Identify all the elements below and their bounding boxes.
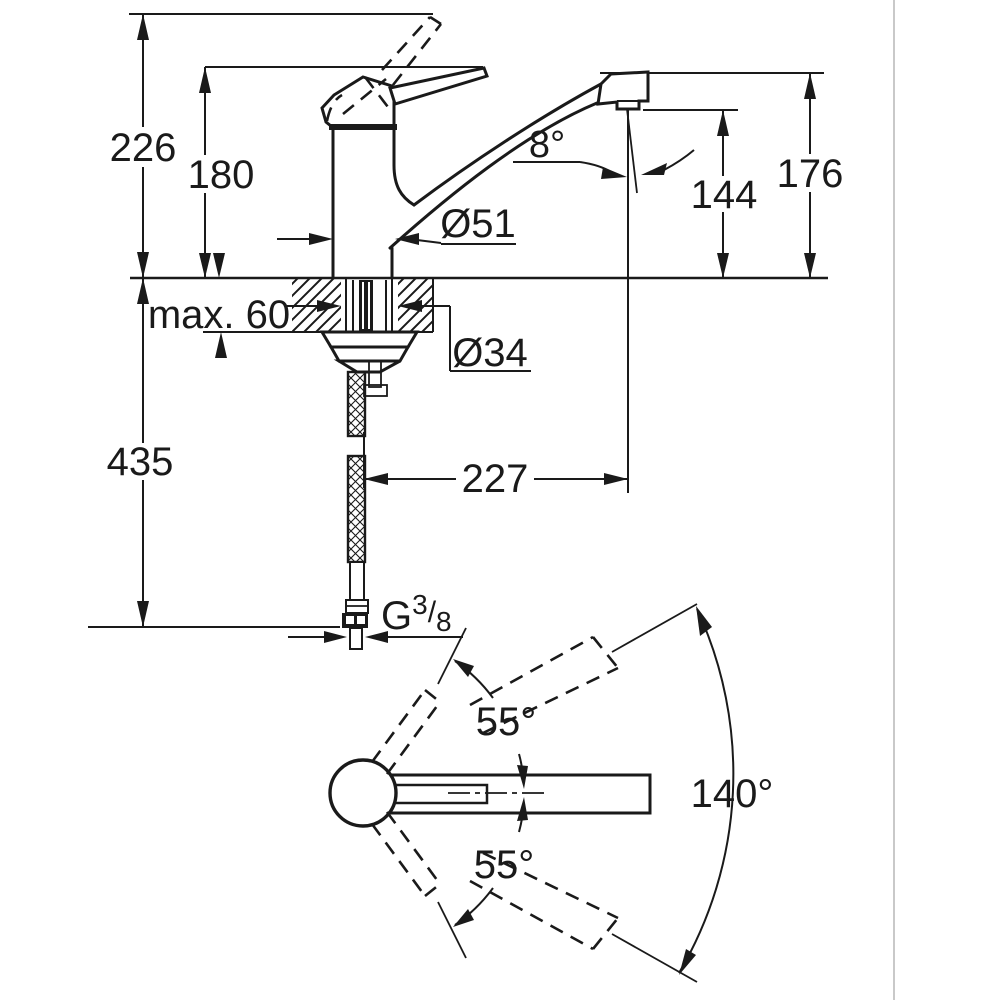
dimension-arrows: [137, 14, 816, 643]
mounting-nut: [328, 345, 411, 363]
braided-hose-lower: [346, 454, 367, 564]
thread-prefix: G: [381, 594, 412, 638]
handle-swing-arcs: [453, 659, 528, 927]
thread-slash: /: [428, 596, 437, 629]
outlet-height-label: 144: [691, 173, 758, 217]
supply-hose: [342, 370, 369, 650]
projection-label: 227: [462, 457, 529, 501]
hose-length-label: 435: [107, 440, 174, 484]
hose-end-sleeve: [349, 561, 365, 602]
body-height-label: 180: [188, 153, 255, 197]
braided-hose-upper: [346, 370, 367, 438]
spout-end-height-label: 176: [777, 152, 844, 196]
top-view-labels: 55° 55° 140°: [474, 700, 774, 887]
hole-diameter-label: Ø34: [452, 331, 528, 375]
lever-raised-position: [325, 15, 443, 122]
handle-swing-positions: [370, 627, 467, 959]
body-plan-circle: [328, 758, 398, 828]
side-view-labels: 226 180 176 144 8° Ø51 max. 60 Ø34 435 2…: [107, 124, 844, 638]
max-counter-thickness-label: max. 60: [148, 293, 290, 337]
faucet-body: [320, 15, 650, 280]
spout-plan: [369, 773, 652, 815]
mounting-shank: [319, 278, 420, 397]
handle-swing-lower-label: 55°: [474, 843, 535, 887]
handle-swing-upper-label: 55°: [476, 700, 537, 744]
spout-swivel-label: 140°: [691, 772, 774, 816]
mounting-stud: [368, 360, 382, 388]
handle-plan: [371, 783, 489, 805]
escutcheon-flange: [319, 330, 420, 349]
thread-tail: [349, 627, 363, 650]
stream-angle-label: 8°: [529, 124, 565, 166]
lever-blade: [388, 66, 489, 106]
spout-swivel-arc: [678, 606, 735, 975]
spout-outer-curve: [412, 82, 603, 207]
thread-denominator: 8: [436, 606, 452, 637]
top-view: 55° 55° 140°: [328, 603, 774, 983]
total-height-label: 226: [110, 126, 177, 170]
thread-size-label: G3/8: [381, 589, 452, 638]
spout-head: [596, 70, 650, 111]
spout-inner-curve: [388, 101, 599, 250]
side-view: 226 180 176 144 8° Ø51 max. 60 Ø34 435 2…: [88, 13, 844, 650]
body-diameter-label: Ø51: [440, 202, 516, 246]
thread-numerator: 3: [412, 589, 428, 620]
